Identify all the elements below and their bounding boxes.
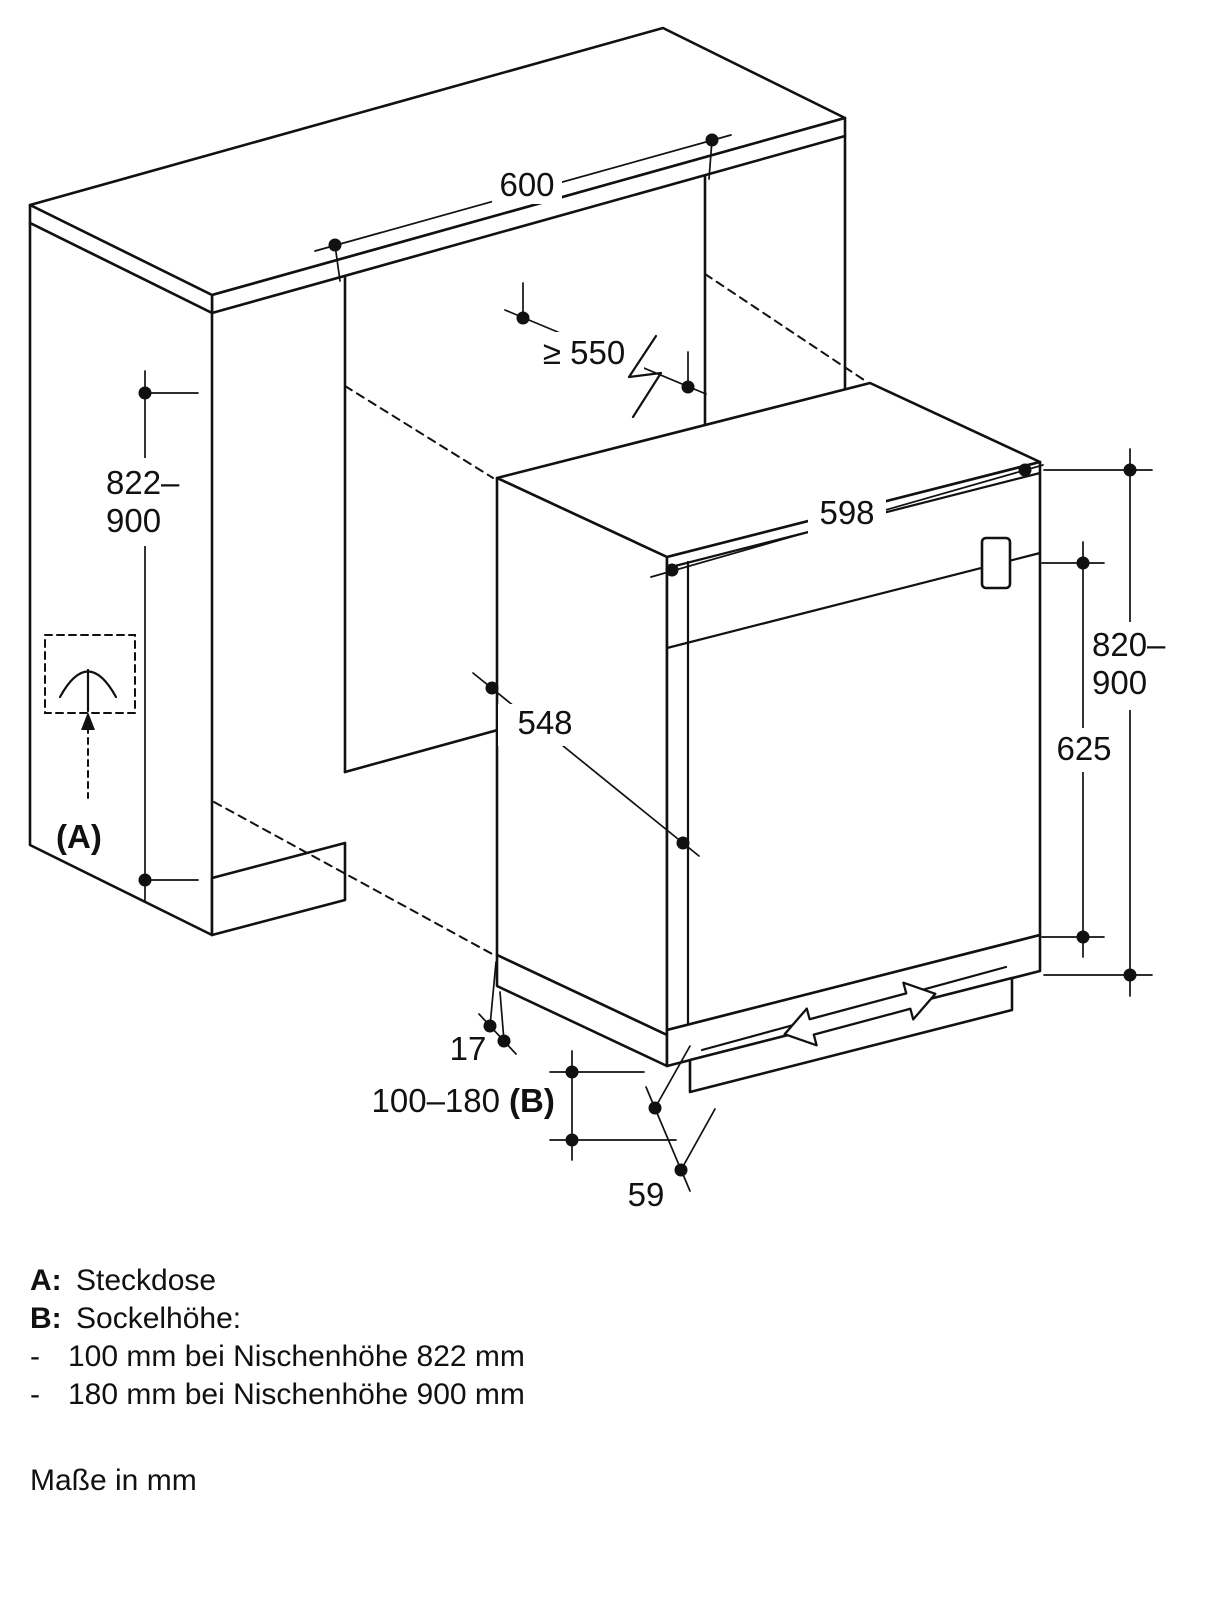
units-note: Maße in mm <box>30 1464 197 1497</box>
legend-key-b: B: <box>30 1302 62 1335</box>
dim-gap: 17 <box>450 961 517 1067</box>
legend-bullet-2: - <box>30 1378 40 1411</box>
dim-label-plinth-key: (B) <box>509 1082 555 1119</box>
dim-door-height: 625 <box>1041 541 1126 958</box>
break-zigzag <box>627 334 663 419</box>
legend-item-2: - 180 mm bei Nischenhöhe 900 mm <box>30 1376 525 1414</box>
socket: (A) <box>44 634 136 855</box>
dim-label-door-height: 625 <box>1056 730 1111 767</box>
appliance <box>495 381 1042 1094</box>
dim-label-niche-depth: ≥ 550 <box>543 334 625 371</box>
legend-item-1-text: 100 mm bei Nischenhöhe 822 mm <box>68 1340 525 1373</box>
dim-label-appliance-depth: 548 <box>517 704 572 741</box>
dim-label-gap: 17 <box>450 1030 487 1067</box>
socket-label: (A) <box>56 818 102 855</box>
airflow-arrow-icon <box>783 981 937 1047</box>
side-panel <box>28 221 347 937</box>
legend-row-b: B: Sockelhöhe: <box>30 1300 525 1338</box>
legend-row-a: A: Steckdose <box>30 1262 525 1300</box>
dim-label-recess: 59 <box>628 1176 665 1213</box>
legend-item-1: - 100 mm bei Nischenhöhe 822 mm <box>30 1338 525 1376</box>
countertop <box>28 26 847 315</box>
legend-key-a: A: <box>30 1264 62 1297</box>
dim-label-appliance-width: 598 <box>819 494 874 531</box>
dim-plinth-height: 100–180 (B) <box>372 1050 677 1161</box>
dim-recess: 59 <box>628 1045 716 1213</box>
dim-label-niche-width: 600 <box>499 166 554 203</box>
dim-label-niche-height-b: 900 <box>106 502 161 539</box>
dim-label-niche-height-a: 822– <box>106 464 180 501</box>
appliance-base <box>495 933 1042 1094</box>
legend-bullet-1: - <box>30 1340 40 1373</box>
legend-text-b: Sockelhöhe: <box>76 1302 242 1335</box>
door-handle <box>980 536 1012 590</box>
dim-label-overall-height-a: 820– <box>1092 626 1166 663</box>
socket-icon <box>58 668 118 713</box>
dim-appliance-depth: 548 <box>472 672 700 857</box>
projection-lines <box>213 273 865 956</box>
appliance-side-face <box>495 476 669 1037</box>
dim-overall-height: 820– 900 <box>1043 448 1186 997</box>
dim-appliance-width: 598 <box>650 463 1044 578</box>
legend: A: Steckdose B: Sockelhöhe: - 100 mm bei… <box>30 1262 525 1414</box>
legend-item-2-text: 180 mm bei Nischenhöhe 900 mm <box>68 1378 525 1411</box>
socket-leader-arrow-icon <box>81 712 95 730</box>
dim-niche-height: 822– 900 <box>96 370 200 902</box>
dim-label-plinth-range: 100–180 <box>372 1082 500 1119</box>
legend-text-a: Steckdose <box>76 1264 217 1297</box>
dim-niche-depth: ≥ 550 <box>504 282 707 419</box>
dim-niche-width: 600 <box>314 133 732 282</box>
dim-label-overall-height-b: 900 <box>1092 664 1147 701</box>
